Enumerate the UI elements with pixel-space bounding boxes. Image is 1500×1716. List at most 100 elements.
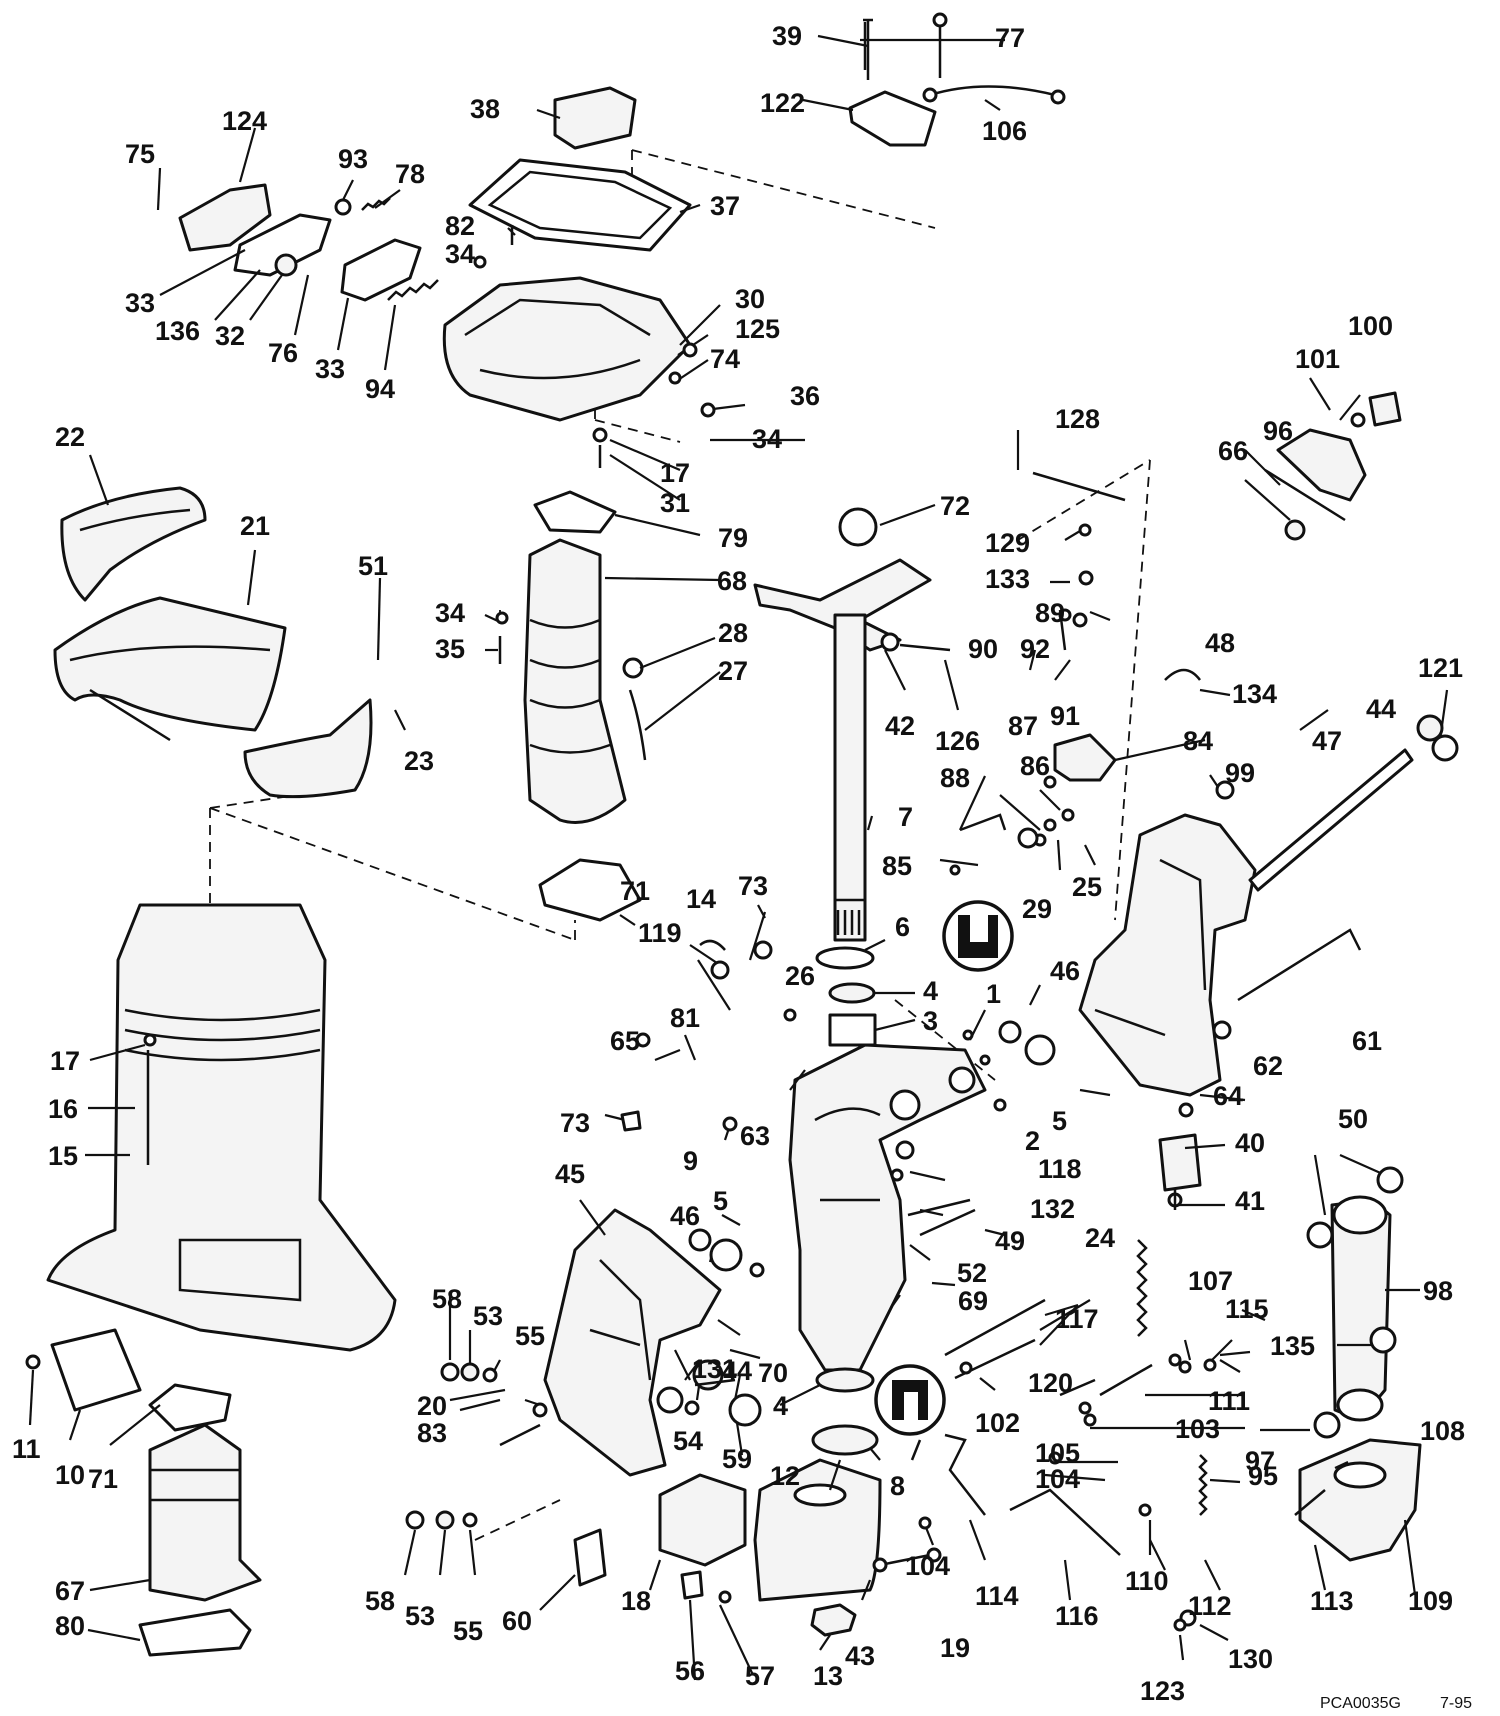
callout-123: 123 bbox=[1140, 1676, 1185, 1706]
part-12-lower-mount-housing bbox=[753, 1458, 882, 1602]
callout-68: 68 bbox=[717, 566, 747, 596]
callout-122: 122 bbox=[760, 88, 805, 118]
callout-124: 124 bbox=[222, 106, 267, 136]
callout-2: 2 bbox=[1025, 1126, 1040, 1156]
callout-53-upper: 53 bbox=[473, 1301, 503, 1331]
part-18-clamp-block bbox=[658, 1473, 747, 1567]
callout-21: 21 bbox=[240, 511, 270, 541]
part-8-bearing bbox=[811, 1424, 879, 1456]
callout-121: 121 bbox=[1418, 653, 1463, 683]
callout-73-lower: 73 bbox=[560, 1108, 590, 1138]
callout-105: 105 bbox=[1035, 1438, 1080, 1468]
callout-116: 116 bbox=[1055, 1601, 1099, 1631]
callout-7: 7 bbox=[898, 802, 913, 832]
callout-58-upper: 58 bbox=[432, 1284, 462, 1314]
callout-134: 134 bbox=[1232, 679, 1277, 709]
part-73-cap bbox=[620, 1110, 642, 1132]
inset-icon-lower bbox=[874, 1364, 946, 1436]
part-4-seal-lower bbox=[815, 1367, 875, 1393]
callout-71-lower: 71 bbox=[88, 1464, 118, 1494]
part-80-gasket bbox=[138, 1608, 252, 1657]
callout-110: 110 bbox=[1125, 1566, 1169, 1596]
left-hardware-group bbox=[178, 183, 439, 302]
inset-icons bbox=[874, 900, 1014, 1436]
callout-130: 130 bbox=[1228, 1644, 1273, 1674]
callout-107: 107 bbox=[1188, 1266, 1233, 1296]
part-4-seal-upper bbox=[828, 982, 876, 1004]
callout-52: 52 bbox=[957, 1258, 987, 1288]
part-30-adapter-housing bbox=[442, 276, 692, 422]
part-19-bolt bbox=[879, 1553, 931, 1567]
callout-102: 102 bbox=[975, 1408, 1020, 1438]
callout-113: 113 bbox=[1310, 1586, 1354, 1616]
callout-31: 31 bbox=[660, 488, 690, 518]
callout-92: 92 bbox=[1020, 634, 1050, 664]
callout-29: 29 bbox=[1022, 894, 1052, 924]
callout-79: 79 bbox=[718, 523, 748, 553]
callout-12: 12 bbox=[770, 1461, 800, 1491]
callout-85: 85 bbox=[882, 851, 912, 881]
callout-71-upper: 71 bbox=[620, 876, 650, 906]
callout-22: 22 bbox=[55, 422, 85, 452]
callout-3: 3 bbox=[923, 1006, 938, 1036]
callout-86: 86 bbox=[1020, 751, 1050, 781]
callout-46-right: 46 bbox=[1050, 956, 1080, 986]
callout-34-upper: 34 bbox=[445, 239, 475, 269]
part-71-lower-gasket bbox=[148, 1383, 232, 1432]
callout-99: 99 bbox=[1225, 758, 1255, 788]
callout-4-lower: 4 bbox=[773, 1391, 788, 1421]
callout-27: 27 bbox=[718, 656, 748, 686]
callout-135: 135 bbox=[1270, 1331, 1315, 1361]
part-6-washer bbox=[815, 946, 875, 970]
callout-136: 136 bbox=[155, 316, 200, 346]
part-15-driveshaft-housing bbox=[46, 903, 397, 1352]
driveshaft-housing-group bbox=[46, 903, 397, 1657]
callout-38: 38 bbox=[470, 94, 500, 124]
part-116-link bbox=[1009, 1488, 1121, 1556]
part-134-clip bbox=[1164, 668, 1201, 681]
callout-97: 97 bbox=[1245, 1446, 1275, 1476]
part-122-plate bbox=[848, 90, 937, 147]
part-21-lower-cover bbox=[53, 596, 287, 732]
callout-77: 77 bbox=[995, 23, 1025, 53]
callout-37: 37 bbox=[710, 191, 740, 221]
callout-70: 70 bbox=[758, 1358, 788, 1388]
callout-49: 49 bbox=[995, 1226, 1025, 1256]
part-106-ground-wire bbox=[929, 85, 1056, 97]
callout-40: 40 bbox=[1235, 1128, 1265, 1158]
callout-39: 39 bbox=[772, 21, 802, 51]
callout-4-upper: 4 bbox=[923, 976, 938, 1006]
callout-95: 95 bbox=[1248, 1461, 1278, 1491]
callout-78: 78 bbox=[395, 159, 425, 189]
part-114-link bbox=[944, 1433, 986, 1516]
callout-36: 36 bbox=[790, 381, 820, 411]
part-38-module bbox=[553, 86, 637, 150]
part-71-upper-gasket bbox=[538, 858, 642, 922]
caption-code: PCA0035G bbox=[1320, 1695, 1401, 1712]
callout-5-upper: 5 bbox=[1052, 1106, 1067, 1136]
callout-132: 132 bbox=[1030, 1194, 1075, 1224]
part-51-cover-bracket bbox=[243, 698, 373, 799]
part-28-grommet bbox=[622, 657, 644, 679]
callout-100: 100 bbox=[1348, 311, 1393, 341]
small-hardware bbox=[25, 12, 1459, 1632]
part-56-clip bbox=[680, 1570, 704, 1600]
callout-34-right: 34 bbox=[752, 424, 782, 454]
callout-104-lower: 104 bbox=[905, 1551, 950, 1581]
callout-26: 26 bbox=[785, 961, 815, 991]
callout-44-right: 44 bbox=[1366, 694, 1396, 724]
callout-90: 90 bbox=[968, 634, 998, 664]
part-22-rear-cover-shield bbox=[60, 486, 207, 602]
part-88-lever bbox=[959, 813, 1007, 832]
callout-19: 19 bbox=[940, 1633, 970, 1663]
callout-129: 129 bbox=[985, 528, 1030, 558]
trim-cylinder-group bbox=[1136, 1133, 1422, 1562]
callout-96: 96 bbox=[1263, 416, 1293, 446]
part-10-cover-plate bbox=[50, 1328, 142, 1412]
linkage-group bbox=[919, 391, 1402, 1556]
callout-84: 84 bbox=[1183, 726, 1213, 756]
callout-103: 103 bbox=[1175, 1414, 1220, 1444]
leader-lines bbox=[28, 34, 1449, 1681]
callout-13: 13 bbox=[813, 1661, 843, 1691]
